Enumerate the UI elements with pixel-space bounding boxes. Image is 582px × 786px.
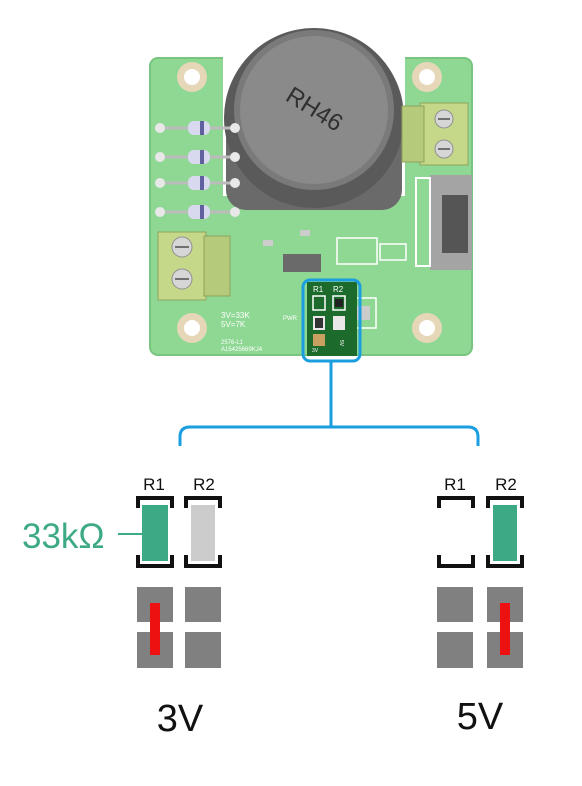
terminal-block-right [401,102,469,166]
left-solder-pads [137,587,221,668]
solder-bridge-r1 [150,603,160,655]
header-connector [415,175,472,270]
left-r2-slot [184,496,222,568]
config-5v: R1 R2 5V [437,475,524,738]
silk-serial: A15425669KJ4 [221,347,263,353]
mounting-hole [177,313,207,343]
board-r2-label: R2 [333,285,344,294]
solder-bridge-r2 [500,603,510,655]
callout-bracket [178,278,480,446]
right-r1-label: R1 [444,475,466,494]
left-r1-slot [136,496,174,568]
voltage-3v-label: 3V [157,698,204,740]
right-r2-slot [486,496,524,568]
right-r2-label: R2 [495,475,517,494]
mounting-hole [412,313,442,343]
silk-code: 2576-L1 [221,340,244,346]
resistor-r1 [142,505,168,561]
empty-slot-r2 [191,505,215,561]
left-r1-label: R1 [143,475,165,494]
sensor-board: RH46 [149,28,473,356]
mounting-hole [412,62,442,92]
board-jumper-area: R1 R2 3V 5V [307,282,357,356]
board-3v-label: 3V [312,348,319,354]
right-solder-pads [437,587,523,668]
terminal-block-left [157,231,231,301]
resistor-callout: 33kΩ [22,517,105,556]
axial-components [155,121,240,219]
board-5v-label: 5V [338,340,344,347]
silk-pwr: PWR [283,316,298,322]
left-r2-label: R2 [193,475,215,494]
mounting-hole [177,62,207,92]
humidity-sensor: RH46 [223,28,405,210]
resistor-r2 [493,505,517,561]
board-r1-label: R1 [313,285,324,294]
config-3v: R1 R2 33kΩ 3V [22,475,222,740]
voltage-5v-label: 5V [457,696,504,738]
right-r1-slot [437,496,475,568]
